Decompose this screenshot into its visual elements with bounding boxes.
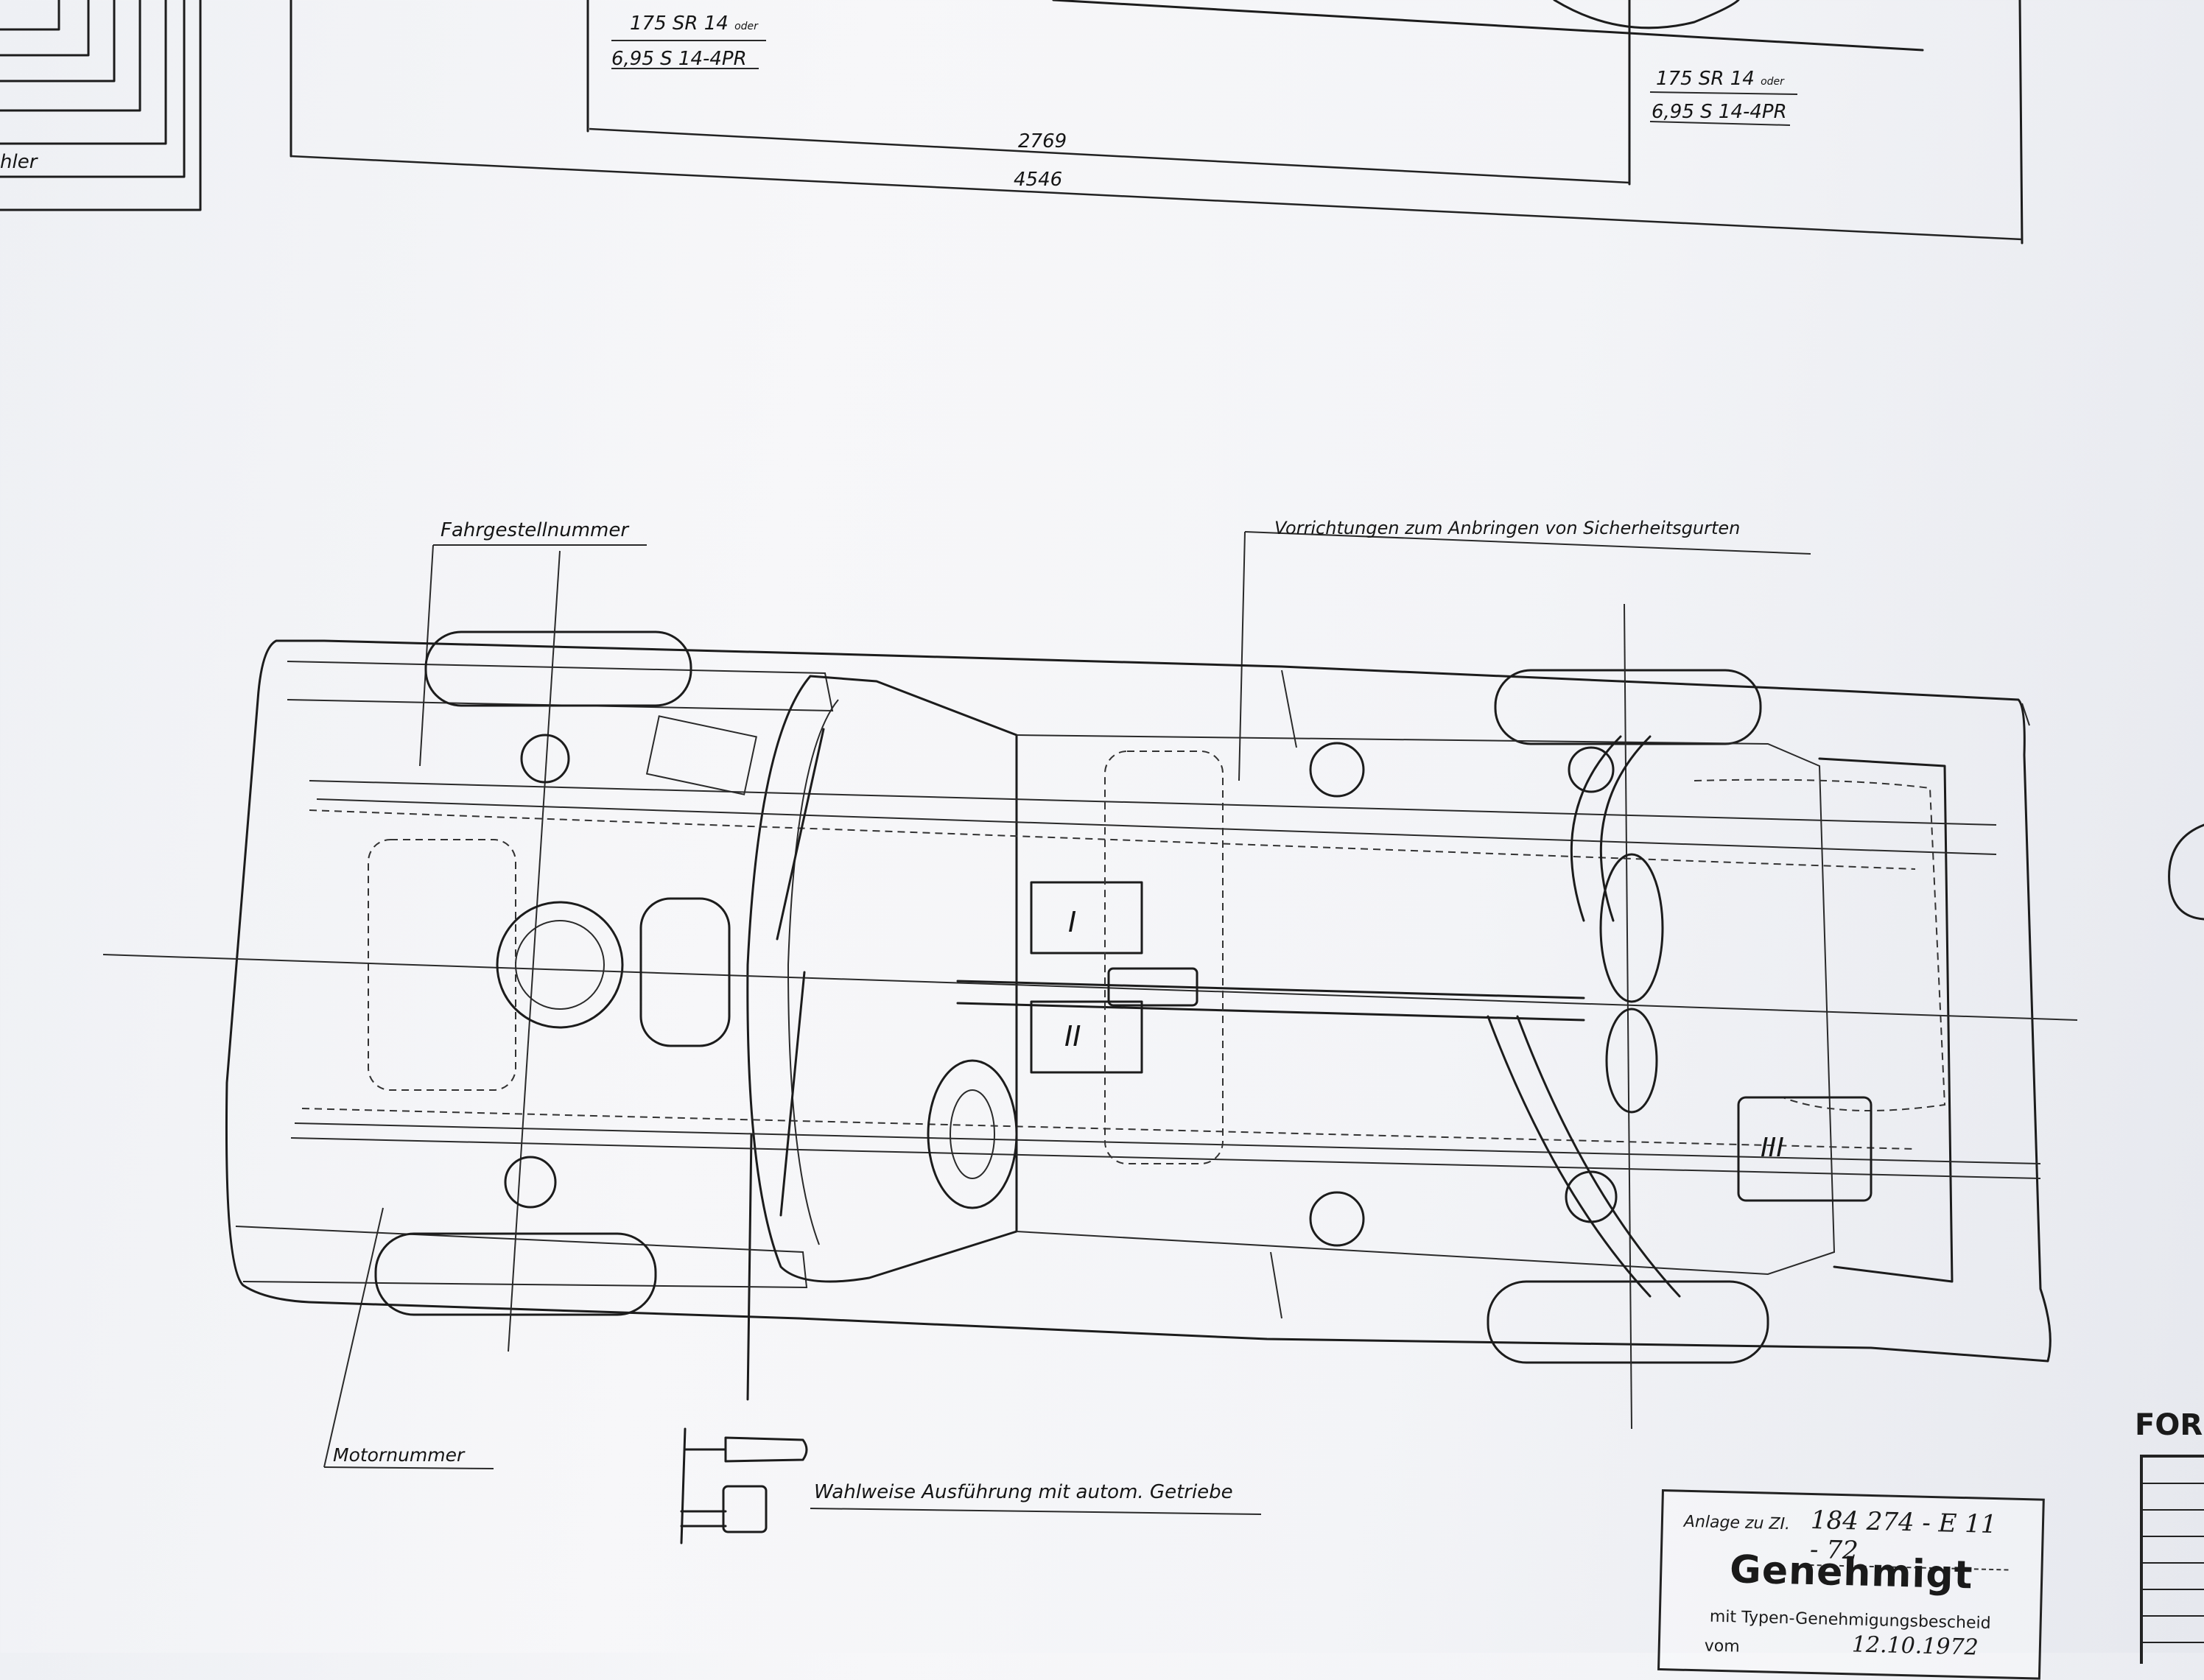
tire-size-right-line1: 175 SR 14 oder bbox=[1656, 68, 1785, 90]
stamp-ref-label: Anlage zu ZI. bbox=[1683, 1512, 1791, 1534]
auto-label-underline bbox=[810, 1508, 1262, 1515]
form-row bbox=[2143, 1564, 2204, 1590]
stamp-date-label: vom bbox=[1704, 1637, 1741, 1656]
chassis-number-label: Fahrgestellnummer bbox=[441, 519, 630, 541]
engine-leader bbox=[323, 1207, 384, 1468]
stamp-title: Genehmigt bbox=[1729, 1547, 1974, 1598]
roman-mark-i: I bbox=[1068, 906, 1076, 938]
shift-lever-options bbox=[680, 1133, 808, 1544]
engine-number-label: Motornummer bbox=[333, 1444, 466, 1466]
form-row bbox=[2143, 1537, 2204, 1564]
tire-size-left-line2: 6,95 S 14-4PR bbox=[611, 48, 747, 70]
form-row bbox=[2143, 1511, 2204, 1537]
seatbelt-label-underline bbox=[1244, 531, 1811, 555]
engine-label-underline bbox=[323, 1466, 494, 1469]
seatbelt-leader bbox=[1238, 531, 1246, 781]
stamp-date-value: 12.10.1972 bbox=[1851, 1631, 1979, 1661]
form-table bbox=[2140, 1455, 2204, 1664]
car-plan-view bbox=[102, 550, 2078, 1430]
side-view-fragment bbox=[289, 0, 2024, 245]
roman-mark-ii: II bbox=[1064, 1020, 1081, 1052]
form-header: FOR bbox=[2135, 1408, 2203, 1442]
stamp-subtitle: mit Typen-Genehmigungsbescheid bbox=[1709, 1607, 1991, 1633]
dimension-wheelbase: 2769 bbox=[1018, 130, 1067, 152]
form-row bbox=[2143, 1458, 2204, 1484]
seatbelt-mounts-label: Vorrichtungen zum Anbringen von Sicherhe… bbox=[1274, 518, 1740, 538]
form-row bbox=[2143, 1484, 2204, 1511]
right-edge-arc bbox=[2168, 823, 2204, 921]
tire-size-right-line2: 6,95 S 14-4PR bbox=[1652, 101, 1787, 123]
tire-size-left-line1: 175 SR 14 oder bbox=[630, 13, 759, 35]
roman-mark-iii: III bbox=[1761, 1133, 1784, 1163]
auto-transmission-label: Wahlweise Ausführung mit autom. Getriebe bbox=[814, 1481, 1233, 1503]
corner-frames bbox=[0, 0, 202, 211]
corner-label: hler bbox=[0, 151, 39, 173]
approval-stamp: Anlage zu ZI. 184 274 - E 11 - 72 Genehm… bbox=[1657, 1489, 2045, 1680]
form-row bbox=[2143, 1617, 2204, 1643]
chassis-leader bbox=[419, 544, 434, 767]
dimension-overall-length: 4546 bbox=[1014, 169, 1062, 191]
form-row bbox=[2143, 1590, 2204, 1617]
